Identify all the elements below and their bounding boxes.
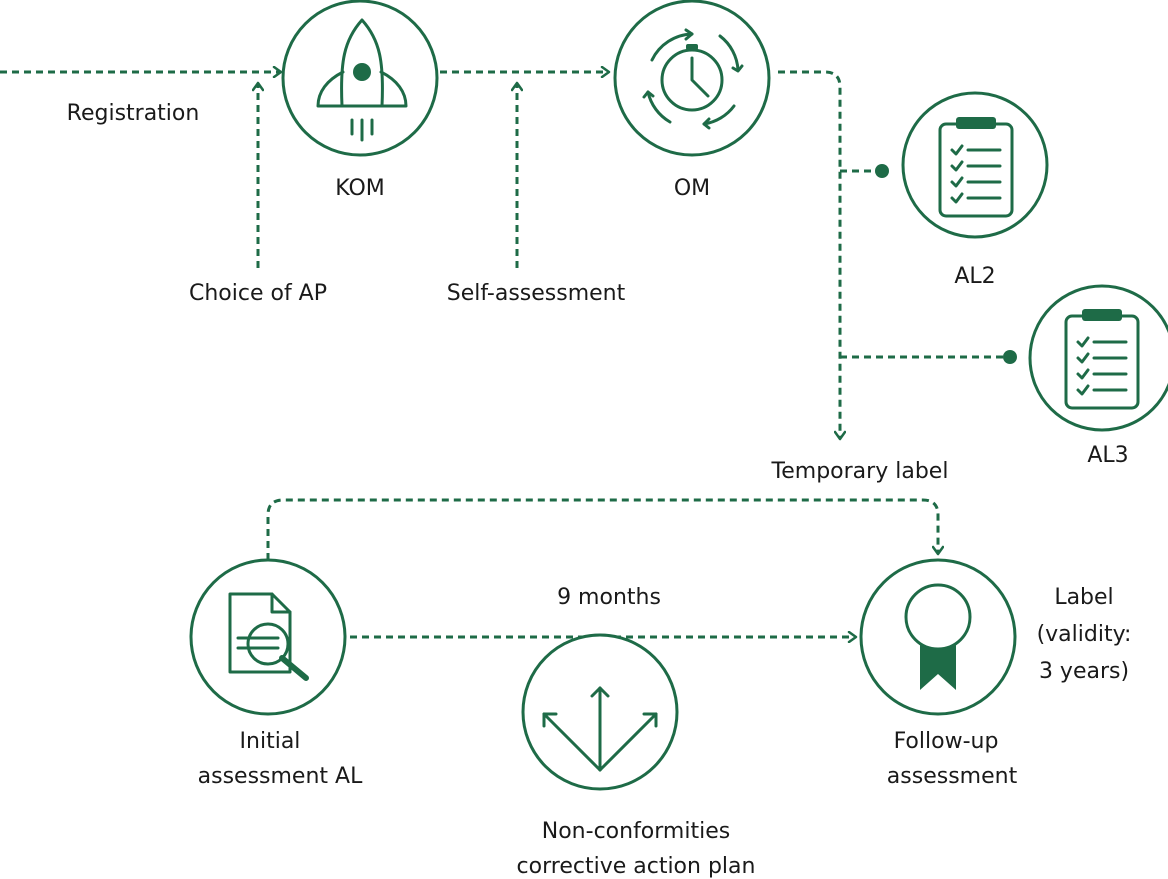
nonconf-label-line1: Non-conformities [542, 819, 730, 844]
al3-branch-dot [1003, 350, 1017, 364]
initial-label-line1: Initial [240, 729, 301, 754]
node-follow-up [859, 558, 1017, 716]
validity-label-line1: Label [1054, 585, 1113, 610]
registration-label: Registration [67, 101, 200, 126]
nonconf-label-line2: corrective action plan [517, 854, 756, 879]
nine-months-label: 9 months [557, 585, 661, 610]
al2-label: AL2 [954, 264, 995, 289]
node-initial-assessment [189, 558, 347, 716]
clipboard-checklist-icon [938, 117, 1014, 218]
node-al3 [1028, 284, 1168, 432]
node-non-conformities [521, 633, 679, 791]
initial-label-line2: assessment AL [198, 764, 363, 789]
validity-label-line2: (validity: [1037, 622, 1132, 647]
om-label: OM [674, 176, 710, 201]
node-al2 [901, 91, 1049, 239]
award-ribbon-icon [904, 583, 972, 690]
al2-branch-dot [875, 164, 889, 178]
kom-label: KOM [335, 176, 385, 201]
clipboard-checklist-icon [1064, 309, 1140, 410]
rocket-icon [316, 18, 408, 142]
validity-label-line3: 3 years) [1039, 659, 1129, 684]
initial-to-followup-arrow [266, 498, 938, 560]
followup-label-line2: assessment [887, 764, 1018, 789]
arrows-branch-icon [542, 686, 658, 772]
node-kom [281, 0, 439, 157]
connectors [0, 72, 1017, 637]
temporary-label-label: Temporary label [771, 459, 949, 484]
document-search-icon [228, 592, 309, 681]
al3-label: AL3 [1087, 443, 1128, 468]
stopwatch-cycle-icon [642, 28, 744, 130]
choice-of-ap-label: Choice of AP [189, 281, 327, 306]
om-to-temporary-label-arrow [778, 70, 840, 438]
self-assessment-label: Self-assessment [447, 281, 626, 306]
node-om [613, 0, 771, 157]
followup-label-line1: Follow-up [894, 729, 999, 754]
